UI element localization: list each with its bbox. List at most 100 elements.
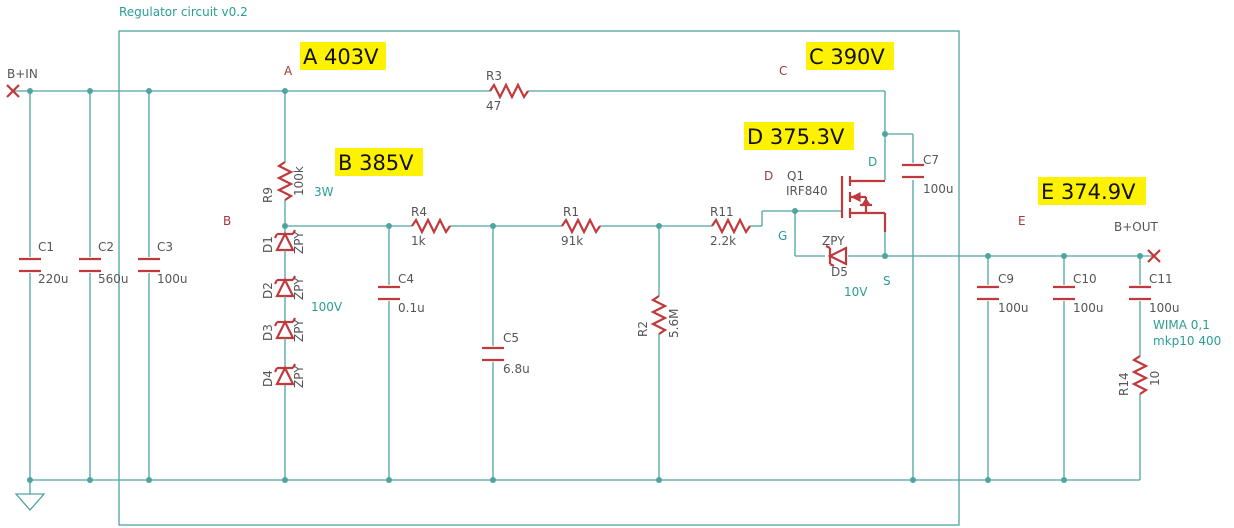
input-port-label: B+IN [7, 67, 38, 81]
capacitor-c4 [378, 285, 400, 301]
resistor-r9 [277, 160, 293, 202]
ground-symbol [14, 493, 46, 511]
zener-diode-d5 [825, 245, 848, 267]
c4-value: 0.1u [398, 301, 425, 315]
output-port: B+OUT [1114, 220, 1161, 263]
d5-value: ZPY [822, 234, 845, 248]
c10-ref: C10 [1073, 272, 1097, 286]
d4-value: ZPY [292, 365, 306, 388]
voltage-e: E 374.9V [1041, 180, 1136, 204]
d1-ref: D1 [261, 236, 275, 253]
diagram-title: Regulator circuit v0.2 [119, 5, 248, 19]
r4-value: 1k [411, 234, 426, 248]
voltage-d-callout: D 375.3V [744, 122, 854, 150]
c2-ref: C2 [98, 240, 114, 254]
voltage-c-callout: C 390V [806, 42, 894, 70]
zener-diode-d4 [274, 363, 296, 386]
capacitor-c11 [1129, 285, 1151, 301]
c9-value: 100u [998, 301, 1029, 315]
r9-value: 100k [292, 166, 306, 196]
node-a-label: A [284, 64, 293, 78]
zener-diode-d1 [274, 229, 296, 280]
voltage-b-callout: B 385V [335, 148, 423, 176]
c4-ref: C4 [398, 272, 414, 286]
c9-ref: C9 [998, 272, 1014, 286]
voltage-e-callout: E 374.9V [1038, 177, 1146, 205]
capacitor-c10 [1053, 285, 1075, 301]
voltage-c: C 390V [809, 45, 885, 69]
voltage-d: D 375.3V [747, 125, 845, 149]
q1-source-label: S [883, 274, 891, 288]
c11-note-2: mkp10 400 [1153, 334, 1221, 348]
r14-ref: R14 [1117, 372, 1131, 396]
q1-value: IRF840 [786, 184, 828, 198]
r3-value: 47 [486, 99, 501, 113]
r9-rating: 3W [314, 185, 334, 199]
d3-value: ZPY [292, 319, 306, 342]
c11-note-1: WIMA 0,1 [1153, 318, 1210, 332]
node-e-label: E [1018, 214, 1026, 228]
capacitor-c9 [977, 285, 999, 301]
r2-ref: R2 [636, 321, 650, 337]
d3-ref: D3 [261, 324, 275, 341]
d2-ref: D2 [261, 282, 275, 299]
r11-value: 2.2k [710, 234, 736, 248]
c5-value: 6.8u [503, 362, 530, 376]
node-labels: A B C D E [223, 64, 1026, 228]
wires [13, 90, 1154, 494]
junction-dots [27, 88, 1143, 483]
c11-ref: C11 [1149, 272, 1173, 286]
q1-gate-label: G [778, 229, 787, 243]
capacitor-c5 [482, 346, 504, 362]
r2-value: 5.6M [667, 309, 681, 338]
zener-string-voltage: 100V [311, 300, 343, 314]
component-labels: C1 220u C2 560u C3 100u R3 47 R9 100k 3W… [38, 69, 1221, 396]
capacitor-c2 [79, 257, 101, 273]
resistor-r4 [410, 218, 452, 234]
frame-box [118, 30, 960, 526]
resistor-r1 [560, 218, 602, 234]
resistor-r14 [1132, 354, 1148, 396]
q1-ref: Q1 [787, 169, 804, 183]
d5-ref: D5 [831, 265, 848, 279]
c1-ref: C1 [38, 240, 54, 254]
c3-value: 100u [157, 272, 188, 286]
r11-ref: R11 [710, 205, 734, 219]
c7-ref: C7 [923, 153, 939, 167]
d4-ref: D4 [261, 370, 275, 387]
capacitor-c1 [19, 257, 41, 273]
voltage-a: A 403V [303, 45, 379, 69]
voltage-b: B 385V [338, 151, 414, 175]
node-b-label: B [223, 214, 231, 228]
d2-value: ZPY [292, 277, 306, 300]
capacitor-c3 [138, 257, 160, 273]
resistor-r11 [710, 218, 752, 234]
c10-value: 100u [1073, 301, 1104, 315]
c11-value: 100u [1149, 301, 1180, 315]
r4-ref: R4 [411, 205, 427, 219]
zener-diode-d2 [274, 275, 296, 322]
output-port-label: B+OUT [1114, 220, 1159, 234]
c1-value: 220u [38, 272, 69, 286]
r1-ref: R1 [563, 205, 579, 219]
d5-rating: 10V [844, 285, 868, 299]
voltage-a-callout: A 403V [300, 42, 386, 70]
c5-ref: C5 [503, 331, 519, 345]
r3-ref: R3 [486, 69, 502, 83]
node-c-label: C [779, 64, 787, 78]
d1-value: ZPY [292, 231, 306, 254]
r9-ref: R9 [261, 187, 275, 203]
q1-drain-label: D [868, 155, 877, 169]
capacitor-c7 [902, 163, 924, 179]
c7-value: 100u [923, 182, 954, 196]
zener-diode-d3 [274, 317, 296, 368]
resistor-r2 [651, 294, 667, 336]
mosfet-q1 [840, 176, 887, 232]
node-d-label: D [764, 169, 773, 183]
c3-ref: C3 [157, 240, 173, 254]
r1-value: 91k [561, 234, 583, 248]
resistor-r3 [488, 83, 530, 99]
c2-value: 560u [98, 272, 129, 286]
r14-value: 10 [1148, 371, 1162, 386]
